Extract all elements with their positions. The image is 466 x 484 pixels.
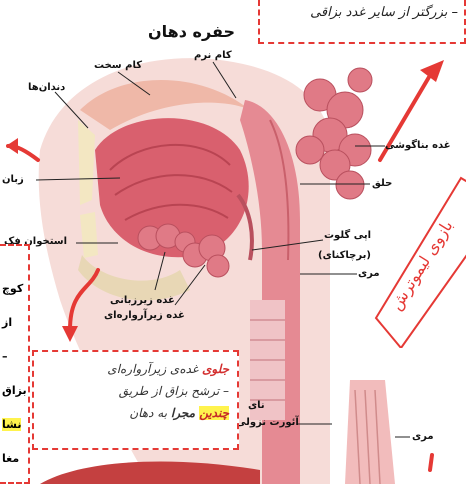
mid-note-bold: مجرا	[171, 406, 199, 420]
mid-note-line3: چندین مجرا به دهان	[42, 402, 229, 424]
mid-note-line1-rest: غده‌ی زیرآرواره‌ای	[107, 362, 202, 376]
left-clip-l4: بزاق	[2, 384, 27, 397]
mid-note-line2: – ترشح بزاق از طریق	[42, 380, 229, 402]
mid-note-red: جلوی	[202, 362, 229, 376]
left-clip-l2: از	[2, 316, 12, 329]
stamp-text: بازوی لیموترش	[386, 217, 457, 314]
left-clip-l6: مغا	[2, 452, 19, 465]
mid-note-line3-rest: به دهان	[129, 406, 171, 420]
left-clipped-note: کوچ از – بزاق نشا مغا	[0, 244, 30, 484]
label-aorta: آئورت نزولی	[236, 417, 299, 428]
arrow-head-top	[420, 60, 444, 82]
label-submandibular: غده زیرآرواره‌ای	[104, 310, 185, 321]
label-esophagus-2: مری	[412, 431, 434, 442]
left-clip-l5: نشا	[2, 418, 21, 431]
page-title: حفره دهان	[148, 22, 235, 41]
top-note-text: – بزرگتر از سایر غدد بزاقی	[310, 5, 458, 20]
label-soft-palate: کام نرم	[194, 50, 232, 61]
esophagus-detail	[345, 380, 395, 484]
mid-note-line1: جلوی غده‌ی زیرآرواره‌ای	[42, 358, 229, 380]
mid-note-box: جلوی غده‌ی زیرآرواره‌ای – ترشح بزاق از ط…	[32, 350, 239, 450]
left-clip-l1: کوچ	[2, 282, 23, 295]
stamp-badge: بازوی لیموترش	[366, 168, 466, 348]
mid-note-highlight: چندین	[199, 406, 229, 420]
label-epiglottis: اپی گلوت	[324, 230, 371, 241]
label-epiglottis-sub: (برچاکنای)	[318, 250, 371, 261]
label-parotid: غده بناگوشی	[385, 140, 451, 151]
label-tongue: زبان	[2, 174, 24, 185]
label-hard-palate: کام سخت	[94, 60, 142, 71]
arrow-bottom-right	[430, 455, 432, 470]
top-note-box: – بزرگتر از سایر غدد بزاقی	[258, 0, 466, 44]
stamp-frame: بازوی لیموترش	[366, 168, 466, 348]
arrow-head-left	[6, 138, 18, 154]
label-trachea: نای	[248, 400, 265, 411]
label-sublingual: غده زیرزبانی	[110, 295, 175, 306]
label-teeth: دندان‌ها	[28, 82, 65, 93]
left-clip-l3: –	[2, 350, 8, 363]
